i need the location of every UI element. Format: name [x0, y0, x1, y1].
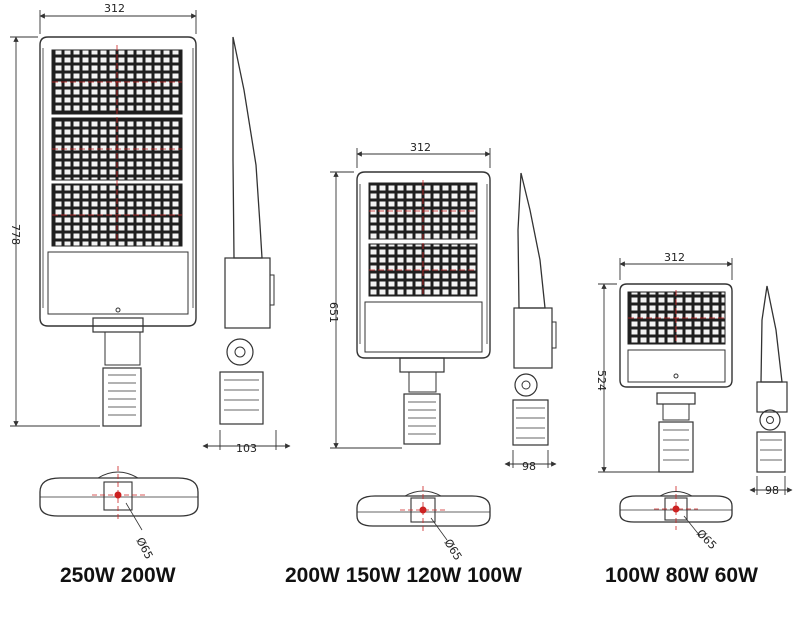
group-2-drawing: [330, 148, 557, 541]
group-2-dimension-lines: [330, 148, 557, 468]
group-2-width-label: 312: [410, 141, 431, 154]
group-1-width-label: 312: [104, 2, 125, 15]
group-3-drawing: [598, 258, 793, 537]
group-1-height-label: 778: [9, 224, 22, 245]
group-3-height-label: 524: [595, 370, 608, 391]
group-2-wattage-caption: 200W 150W 120W 100W: [285, 564, 522, 587]
group-1-dimension-lines: [10, 10, 291, 450]
group-3-depth-label: 98: [765, 484, 779, 497]
group-2-height-label: 651: [327, 302, 340, 323]
group-3-width-label: 312: [664, 251, 685, 264]
group-3-dimension-lines: [598, 258, 793, 495]
group-3-diameter-label: Ø65: [694, 527, 719, 552]
group-2-front-view: [356, 171, 491, 445]
group-1-bottom-view: [39, 466, 199, 531]
group-1-front-view: [39, 36, 197, 427]
group-2-side-view: [512, 172, 557, 446]
group-2-depth-label: 98: [522, 460, 536, 473]
group-1-wattage-caption: 250W 200W: [60, 564, 176, 587]
group-1-side-view: [219, 36, 275, 425]
group-2-diameter-label: Ø65: [441, 537, 464, 563]
group-3-side-view: [756, 285, 788, 473]
group-3-wattage-caption: 100W 80W 60W: [605, 564, 758, 587]
group-3-bottom-view: [619, 486, 733, 537]
group-2-bottom-view: [356, 486, 491, 541]
group-3-front-view: [619, 283, 733, 473]
group-1-diameter-label: Ø65: [133, 535, 155, 561]
group-1-depth-label: 103: [236, 442, 257, 455]
group-1-drawing: [10, 10, 291, 531]
